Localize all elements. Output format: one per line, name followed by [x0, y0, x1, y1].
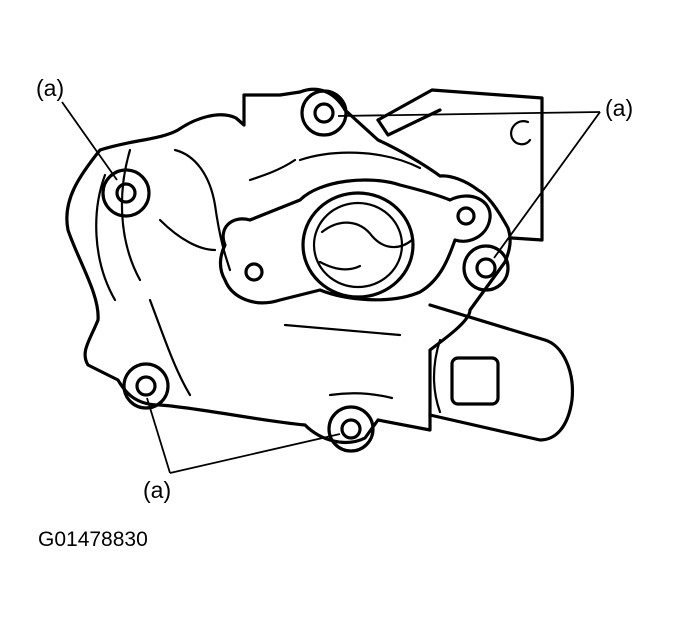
pump-housing: [65, 87, 512, 445]
bolt-top-center: [300, 89, 348, 137]
bolts: [101, 89, 510, 453]
callout-label-bottom: (a): [143, 477, 171, 503]
leader-bottom-2: [169, 433, 341, 474]
inlet-flange: [218, 178, 492, 305]
outlet-pipe: [428, 303, 575, 442]
bolt-top-left: [101, 168, 151, 218]
callout-label-top-left: (a): [36, 75, 64, 101]
mounting-bracket: [376, 88, 544, 242]
leader-lines: [61, 101, 601, 474]
figure-id: G01478830: [38, 528, 148, 551]
leader-top-right-2: [493, 111, 601, 259]
bolt-right: [462, 244, 510, 292]
leader-top-right-1: [337, 111, 601, 117]
callout-label-top-right: (a): [605, 95, 633, 121]
bolt-bottom-right: [327, 405, 375, 453]
leader-bottom-1: [146, 397, 171, 474]
leader-top-left: [61, 101, 118, 181]
bolt-bottom-left: [122, 362, 170, 410]
